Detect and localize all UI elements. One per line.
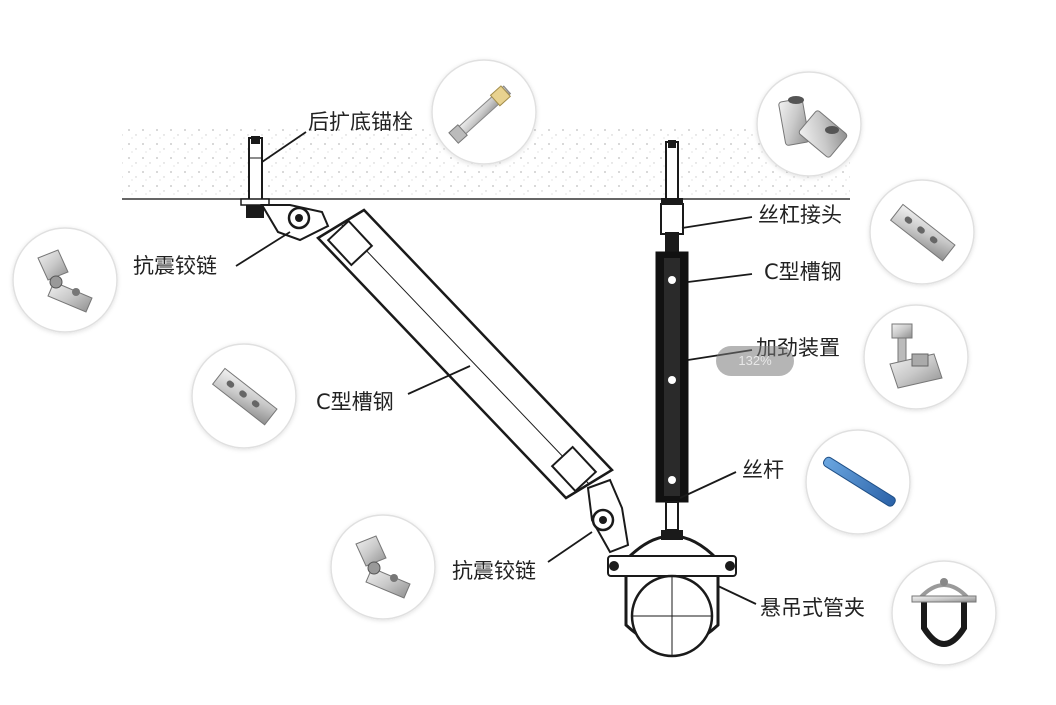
label-threaded-rod: 丝杆: [742, 458, 784, 482]
stiffener-bolt-icon: [889, 323, 943, 389]
zoom-indicator: 132%: [716, 346, 794, 376]
label-anchor-bolt: 后扩底锚栓: [308, 110, 413, 134]
leader-hinge-top: [235, 231, 291, 267]
leader-anchor-bolt: [261, 131, 307, 163]
pipe-clamp: [607, 534, 737, 658]
threaded-rod-icon: [822, 456, 896, 507]
vertical-threaded-rod-bottom: [661, 501, 683, 540]
hinge-top: [260, 204, 330, 242]
hinge-bottom: [586, 478, 630, 554]
hinge-left-icon: [37, 249, 93, 313]
vertical-threaded-rod-top: [661, 140, 683, 204]
c-channel-left-photo: [191, 343, 297, 449]
label-screw-coupler: 丝杠接头: [758, 203, 842, 227]
anchor-bolt-photo: [431, 59, 537, 165]
anchor-bolt-icon: [448, 85, 512, 144]
leader-screw-coupler: [681, 216, 753, 229]
c-channel-right-photo: [869, 179, 975, 285]
c-channel-right-icon: [889, 203, 956, 262]
screw-coupler: [660, 203, 684, 252]
stiffener-photo: [863, 304, 969, 410]
diagonal-c-channel: [316, 208, 614, 500]
label-hinge-top: 抗震铰链: [133, 254, 217, 278]
pipe-clamp-icon: [911, 578, 977, 647]
coupler-photo: [756, 71, 862, 177]
leader-threaded-rod: [679, 471, 737, 499]
leader-pipe-clamp: [717, 585, 757, 605]
leader-c-channel-vert: [687, 273, 753, 283]
label-c-channel-vert: C型槽钢: [764, 260, 842, 284]
label-hinge-bottom: 抗震铰链: [452, 559, 536, 583]
hinge-bottom-icon: [355, 535, 411, 599]
label-c-channel-diag: C型槽钢: [316, 390, 394, 414]
leader-hinge-bottom: [547, 531, 593, 563]
hinge-bottom-photo: [330, 514, 436, 620]
pipe-clamp-photo: [891, 560, 997, 666]
vertical-c-channel: [655, 251, 689, 503]
anchor-bolt: [240, 136, 270, 218]
hinge-left-photo: [12, 227, 118, 333]
label-pipe-clamp: 悬吊式管夹: [760, 596, 865, 620]
threaded-rod-photo: [805, 429, 911, 535]
coupler-nut-icon: [778, 96, 848, 158]
leader-c-channel-diag: [407, 365, 471, 395]
c-channel-left-icon: [211, 367, 278, 426]
